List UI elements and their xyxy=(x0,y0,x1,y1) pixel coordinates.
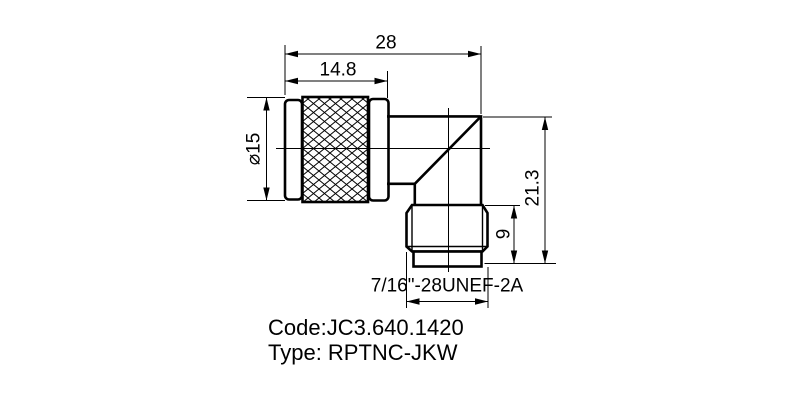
thread-spec-label: 7/16"-28UNEF-2A xyxy=(370,275,524,297)
left-cap-shape xyxy=(283,98,304,201)
thread-section-shape xyxy=(405,203,489,253)
elbow-block-shape xyxy=(387,115,483,204)
dimension-arrowheads xyxy=(263,50,549,305)
dim-14-8-label: 14.8 xyxy=(319,59,357,81)
dimension-lines xyxy=(247,45,556,308)
diameter-15-label: ⌀15 xyxy=(243,132,265,166)
thread-detail-lines xyxy=(406,205,488,252)
connector-body xyxy=(283,95,489,268)
dim-21-3-label: 21.3 xyxy=(522,169,544,207)
end-cylinder-shape xyxy=(412,250,483,268)
part-notes: Code:JC3.640.1420 Type: RPTNC-JKW xyxy=(268,315,464,365)
dim-28-label: 28 xyxy=(375,32,397,54)
part-type-text: Type: RPTNC-JKW xyxy=(268,340,458,365)
part-code-text: Code:JC3.640.1420 xyxy=(268,315,464,340)
right-cap-shape xyxy=(367,97,390,202)
dim-9-label: 9 xyxy=(493,228,515,240)
knurl-shape xyxy=(301,95,370,204)
centerlines xyxy=(276,108,490,272)
